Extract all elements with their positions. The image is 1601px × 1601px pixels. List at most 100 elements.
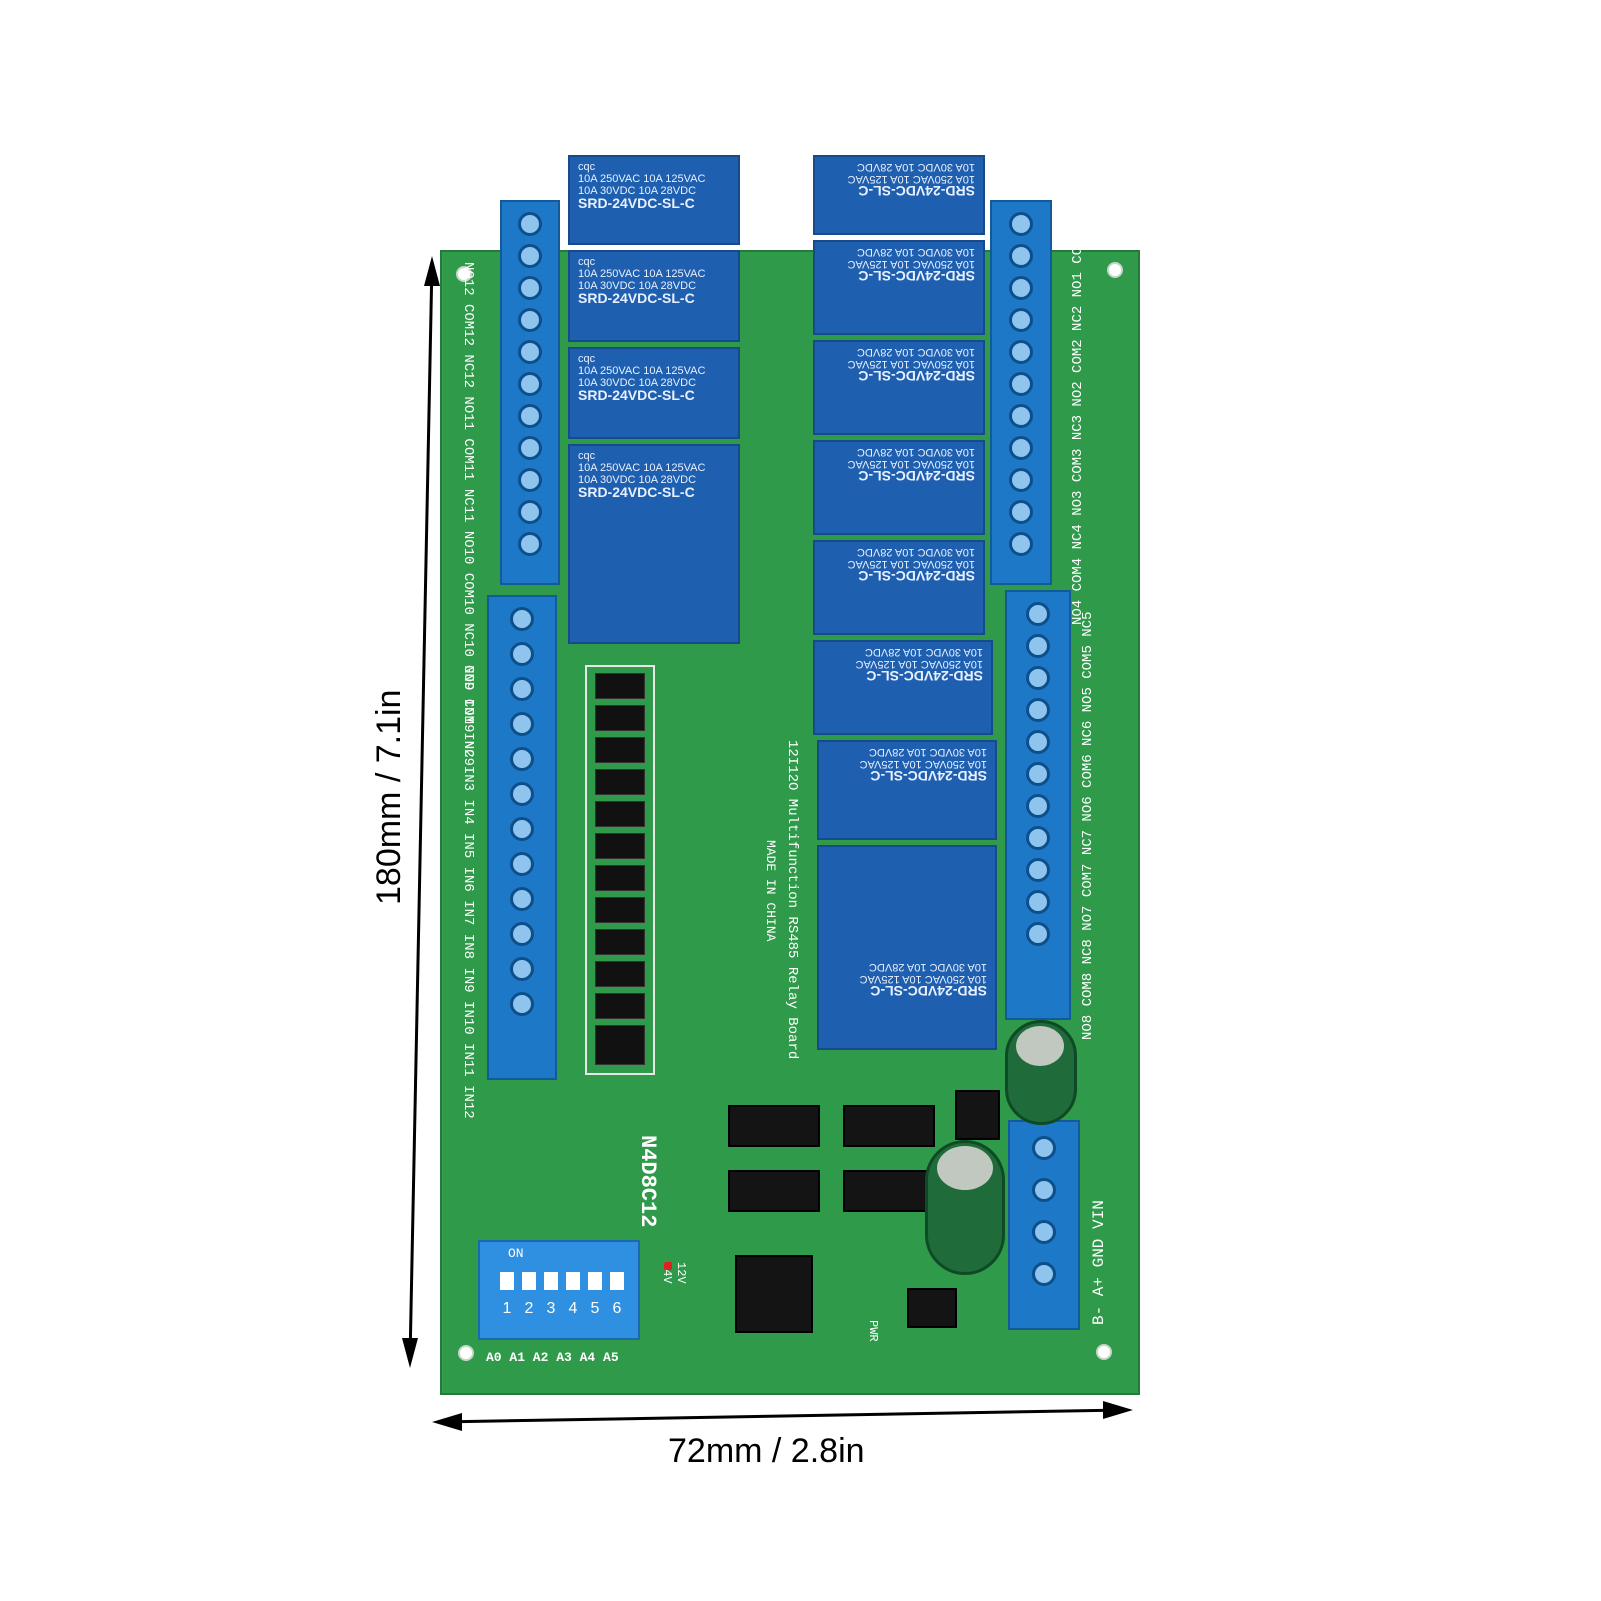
relay: SRD-24VDC-SL-C 10A 250VAC 10A 125VAC 10A… <box>813 155 985 235</box>
terminal-screw[interactable] <box>510 642 534 666</box>
cert-mark: cqc <box>578 161 596 173</box>
terminal-block-left-bottom <box>487 595 557 1080</box>
terminal-screw[interactable] <box>1026 762 1050 786</box>
terminal-screw[interactable] <box>1026 634 1050 658</box>
dip-on-label: ON <box>508 1246 524 1261</box>
terminal-screw[interactable] <box>518 532 542 556</box>
arrow-head-left-icon <box>432 1413 462 1431</box>
terminal-screw[interactable] <box>1032 1136 1056 1160</box>
terminal-screw[interactable] <box>510 852 534 876</box>
arrow-head-right-icon <box>1103 1401 1133 1419</box>
relay: SRD-24VDC-SL-C 10A 250VAC 10A 125VAC 10A… <box>813 540 985 635</box>
dip-number: 6 <box>612 1300 622 1317</box>
terminal-screw[interactable] <box>518 372 542 396</box>
terminal-screw[interactable] <box>1009 244 1033 268</box>
relay: cqc 10A 250VAC 10A 125VAC 10A 30VDC 10A … <box>568 250 740 342</box>
relay-rating-line: 10A 250VAC 10A 125VAC <box>578 365 706 377</box>
terminal-screw[interactable] <box>518 244 542 268</box>
terminal-screw[interactable] <box>1009 276 1033 300</box>
relay: SRD-24VDC-SL-C 10A 250VAC 10A 125VAC 10A… <box>817 845 997 1050</box>
terminal-screw[interactable] <box>518 436 542 460</box>
capacitor-top <box>937 1146 993 1190</box>
terminal-screw[interactable] <box>510 677 534 701</box>
arrow-head-down-icon <box>402 1338 418 1368</box>
terminal-screw[interactable] <box>1026 666 1050 690</box>
relay-model: SRD-24VDC-SL-C <box>578 290 695 306</box>
terminal-screw[interactable] <box>510 817 534 841</box>
cert-mark: cqc <box>578 353 596 365</box>
terminal-screw[interactable] <box>1009 212 1033 236</box>
mounting-hole <box>458 1345 474 1361</box>
terminal-screw[interactable] <box>510 747 534 771</box>
address-dip-switch[interactable]: ON 1 2 3 4 5 6 <box>478 1240 640 1340</box>
terminal-screw[interactable] <box>518 500 542 524</box>
optocoupler <box>595 865 645 891</box>
width-dimension-label: 72mm / 2.8in <box>668 1432 865 1470</box>
dip-toggle[interactable] <box>610 1272 624 1290</box>
relay: SRD-24VDC-SL-C 10A 250VAC 10A 125VAC 10A… <box>817 740 997 840</box>
optocoupler <box>595 833 645 859</box>
terminal-screw[interactable] <box>510 782 534 806</box>
terminal-screw[interactable] <box>1009 532 1033 556</box>
terminal-screw[interactable] <box>1032 1262 1056 1286</box>
terminal-screw[interactable] <box>518 340 542 364</box>
terminal-screw[interactable] <box>1009 436 1033 460</box>
dip-toggle[interactable] <box>522 1272 536 1290</box>
terminal-screw[interactable] <box>1009 404 1033 428</box>
terminal-block-power <box>1008 1120 1080 1330</box>
terminal-screw[interactable] <box>518 212 542 236</box>
dip-toggle[interactable] <box>544 1272 558 1290</box>
relay: cqc 10A 250VAC 10A 125VAC 10A 30VDC 10A … <box>568 155 740 245</box>
relay-model: SRD-24VDC-SL-C <box>578 484 695 500</box>
terminal-screw[interactable] <box>1009 468 1033 492</box>
relay: SRD-24VDC-SL-C 10A 250VAC 10A 125VAC 10A… <box>813 240 985 335</box>
terminal-screw[interactable] <box>518 468 542 492</box>
terminal-screw[interactable] <box>1032 1220 1056 1244</box>
terminal-screw[interactable] <box>1026 698 1050 722</box>
terminal-screw[interactable] <box>1026 858 1050 882</box>
terminal-screw[interactable] <box>510 607 534 631</box>
dip-toggle[interactable] <box>566 1272 580 1290</box>
voltage-regulator <box>955 1090 1000 1140</box>
terminal-block-right-bottom <box>1005 590 1071 1020</box>
terminal-screw[interactable] <box>510 992 534 1016</box>
terminal-screw[interactable] <box>1009 340 1033 364</box>
terminal-screw[interactable] <box>1009 308 1033 332</box>
terminal-screw[interactable] <box>1026 922 1050 946</box>
relay: SRD-24VDC-SL-C 10A 250VAC 10A 125VAC 10A… <box>813 340 985 435</box>
dip-number: 1 <box>502 1300 512 1317</box>
driver-ic <box>728 1170 820 1212</box>
terminal-screw[interactable] <box>510 887 534 911</box>
terminal-screw[interactable] <box>1009 500 1033 524</box>
terminal-screw[interactable] <box>1026 794 1050 818</box>
dip-number: 4 <box>568 1300 578 1317</box>
terminal-screw[interactable] <box>518 308 542 332</box>
optocoupler <box>595 993 645 1019</box>
dip-toggle[interactable] <box>500 1272 514 1290</box>
dip-toggle[interactable] <box>588 1272 602 1290</box>
terminal-screw[interactable] <box>1026 890 1050 914</box>
mounting-hole <box>1096 1344 1112 1360</box>
relay-rating-line: 10A 30VDC 10A 28VDC <box>578 474 697 486</box>
terminal-screw[interactable] <box>510 957 534 981</box>
terminal-screw[interactable] <box>518 276 542 300</box>
dip-number: 2 <box>524 1300 534 1317</box>
terminal-screw[interactable] <box>1026 602 1050 626</box>
relay-rating-line: 10A 30VDC 10A 28VDC <box>578 377 697 389</box>
terminal-screw[interactable] <box>510 922 534 946</box>
terminal-block-right-top <box>990 200 1052 585</box>
address-labels: A0 A1 A2 A3 A4 A5 <box>486 1350 619 1365</box>
terminal-screw[interactable] <box>1032 1178 1056 1202</box>
optocoupler <box>595 737 645 763</box>
relay-rating-line: 10A 30VDC 10A 28VDC <box>578 185 697 197</box>
rs485-transceiver <box>907 1288 957 1328</box>
relay-rating-line: 10A 250VAC 10A 125VAC <box>578 173 706 185</box>
terminal-screw[interactable] <box>1026 826 1050 850</box>
terminal-screw[interactable] <box>1026 730 1050 754</box>
terminal-screw[interactable] <box>510 712 534 736</box>
optocoupler <box>595 929 645 955</box>
relay: cqc 10A 250VAC 10A 125VAC 10A 30VDC 10A … <box>568 347 740 439</box>
terminal-screw[interactable] <box>1009 372 1033 396</box>
terminal-screw[interactable] <box>518 404 542 428</box>
